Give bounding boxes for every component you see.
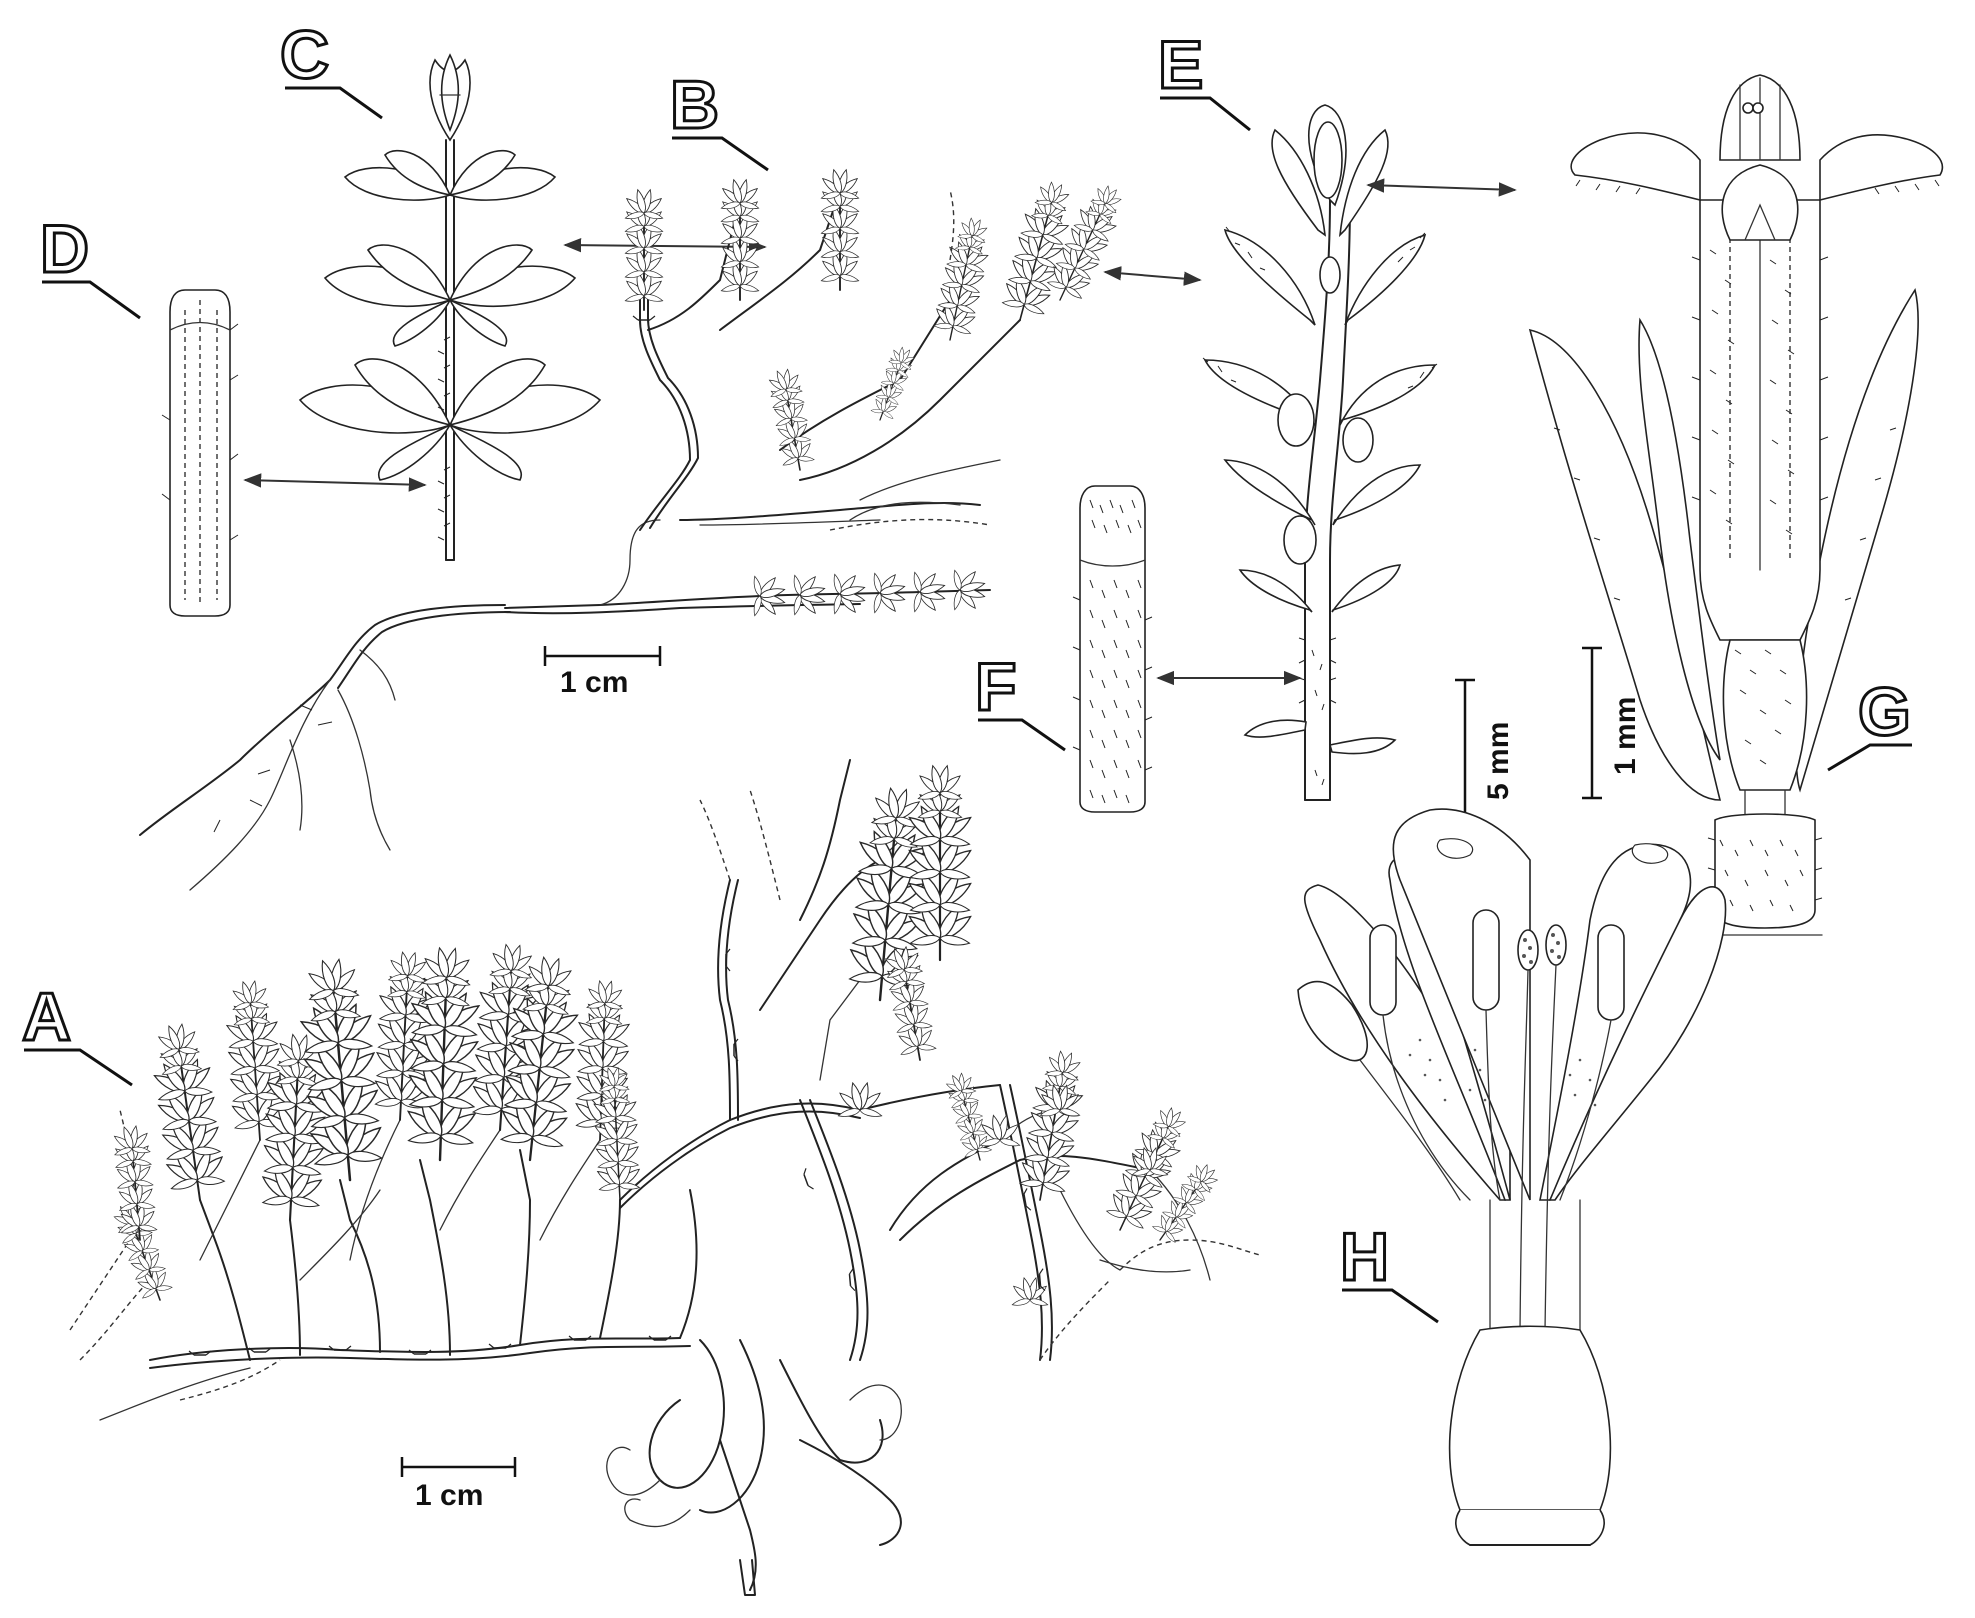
panel-label-h: H [1340, 1219, 1389, 1295]
scale-bar-habit-a: 1 cm [400, 1457, 517, 1512]
panel-a-large-habit: A 1 cm [21, 759, 1261, 1596]
scale-bar-habit-b: 1 cm [543, 646, 662, 699]
panel-label-d: D [40, 211, 89, 287]
scale-label-inflorescence-e: 5 mm [1482, 722, 1515, 800]
panel-h-opened-flower: H [1297, 808, 1727, 1546]
panel-e-inflorescence: E 5 mm [1157, 26, 1515, 820]
panel-label-e: E [1158, 27, 1203, 103]
panel-f-leader [978, 718, 1066, 752]
panel-label-a: A [22, 979, 71, 1055]
panel-b-small-habit: B 1 cm [139, 66, 1132, 891]
panel-label-g: G [1858, 674, 1911, 750]
scale-bar-flower-g: 1 mm [1582, 646, 1642, 800]
panel-h-leader [1342, 1288, 1439, 1324]
panel-c-leader [285, 86, 383, 120]
panel-a-leader [24, 1048, 133, 1087]
panel-f-hairy-stem-segment: F [974, 485, 1153, 813]
panel-g-flower: G 1 mm [1528, 74, 1944, 936]
scale-label-habit-b: 1 cm [560, 666, 628, 699]
arrow-b-to-e [1103, 266, 1202, 286]
panel-d-leader [42, 280, 141, 320]
scale-bar-inflorescence-e: 5 mm [1455, 678, 1515, 820]
panel-label-b: B [670, 67, 719, 143]
panel-c-stem-with-broad-leaves: C [279, 16, 602, 561]
panel-d-stem-segment: D [39, 210, 239, 617]
panel-b-leader [672, 136, 769, 172]
panel-e-leader [1160, 96, 1251, 132]
panel-g-leader [1827, 743, 1912, 772]
arrow-e-to-g [1366, 178, 1517, 197]
panel-label-c: C [280, 17, 329, 93]
scale-label-habit-a: 1 cm [415, 1479, 483, 1512]
arrow-c-to-b [563, 237, 767, 255]
scale-label-flower-g: 1 mm [1609, 697, 1642, 775]
arrow-d-to-c [243, 473, 427, 492]
panel-label-f: F [975, 649, 1017, 725]
